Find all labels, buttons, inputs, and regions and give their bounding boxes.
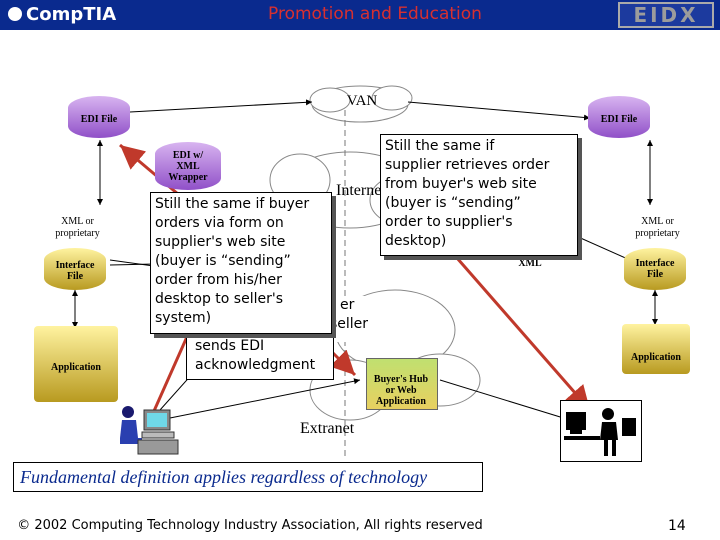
header-bar	[0, 0, 720, 30]
edi-file-left-cylinder	[68, 96, 130, 138]
xml-proprietary-left: XML or proprietary	[55, 216, 100, 239]
connector-line	[159, 378, 361, 421]
connector-line	[407, 101, 591, 121]
callout-supplier-retrieves: Still the same if supplier retrieves ord…	[380, 134, 578, 256]
logo-left-text: CompTIA	[26, 4, 117, 25]
copyright-text: © 2002 Computing Technology Industry Ass…	[17, 518, 483, 533]
application-left-box	[34, 326, 118, 402]
van-cloud	[309, 85, 413, 123]
callout-buyer-orders-form: Still the same if buyer orders via form …	[150, 192, 332, 334]
red-arrow	[148, 329, 192, 421]
interface-file-left-cylinder	[44, 248, 106, 290]
interface-file-right-cylinder	[624, 248, 686, 290]
person-computer-icon	[120, 406, 179, 455]
edi-wrapper-cylinder	[155, 142, 221, 190]
connector-line	[439, 379, 571, 422]
xml-right-label: XML	[518, 258, 542, 269]
definition-box: Fundamental definition applies regardles…	[13, 462, 483, 492]
sends-edi-box: sends EDI acknowledgment	[186, 336, 334, 380]
interface-file-left-label: Interface File	[55, 260, 95, 282]
application-left-label: Application	[50, 362, 101, 373]
buyers-hub-box	[366, 358, 438, 410]
application-right-label: Application	[630, 352, 681, 363]
edi-file-right-label: EDI File	[600, 114, 638, 125]
xml-proprietary-right: XML or proprietary	[635, 216, 680, 239]
page-number: 14	[668, 518, 686, 534]
buyers-hub-label: Buyer's Hub or Web Application	[373, 374, 429, 407]
application-right-box	[622, 324, 690, 374]
eidx-logo: EIDX	[618, 2, 714, 28]
edi-file-left-label: EDI File	[80, 114, 118, 125]
internet-label: Internet	[336, 182, 386, 199]
page-title: Promotion and Education	[268, 4, 482, 24]
extranet-label: Extranet	[300, 420, 355, 437]
van-label: VAN	[346, 93, 378, 109]
edi-wrapper-label: EDI w/ XML Wrapper	[168, 150, 208, 183]
red-arrow	[448, 249, 592, 411]
interface-file-right-label: Interface File	[635, 258, 675, 280]
edi-file-right-cylinder	[588, 96, 650, 138]
person-desk-icon	[560, 400, 642, 462]
connector-line	[129, 99, 313, 113]
comptia-logo: CompTIA	[8, 3, 188, 27]
logo-circle-icon	[8, 7, 22, 21]
